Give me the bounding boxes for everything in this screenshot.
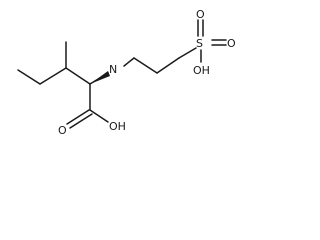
bond-methyl-ethyl — [17, 69, 41, 85]
bond-n-ch2a — [123, 57, 135, 67]
bond-ethyl-c3 — [39, 67, 67, 85]
sulfonyl-oxygen-top-label: O — [196, 8, 205, 21]
stereo-wedge-bond — [90, 71, 110, 84]
sulfonyl-oxygen-right-label: O — [227, 37, 236, 50]
bond-c3-c2 — [65, 67, 91, 85]
sulfur-label: S — [196, 37, 203, 50]
bond-carbonyl-1 — [66, 109, 90, 125]
chemical-structure-diagram: N O OH S O O OH — [17, 8, 236, 137]
amine-label: N — [109, 63, 117, 76]
carbonyl-oxygen-label: O — [58, 124, 67, 137]
bond-ch2b-ch2c — [156, 57, 180, 74]
bond-carboxyl-oh — [89, 109, 109, 123]
bond-ch2c-s — [178, 47, 197, 59]
structure-canvas: N O OH S O O OH — [0, 0, 252, 148]
bond-carbonyl-2 — [69, 113, 93, 129]
bond-ch2a-ch2b — [133, 57, 158, 74]
sulfonic-hydroxyl-label: OH — [193, 64, 210, 77]
acid-hydroxyl-label: OH — [109, 120, 126, 133]
